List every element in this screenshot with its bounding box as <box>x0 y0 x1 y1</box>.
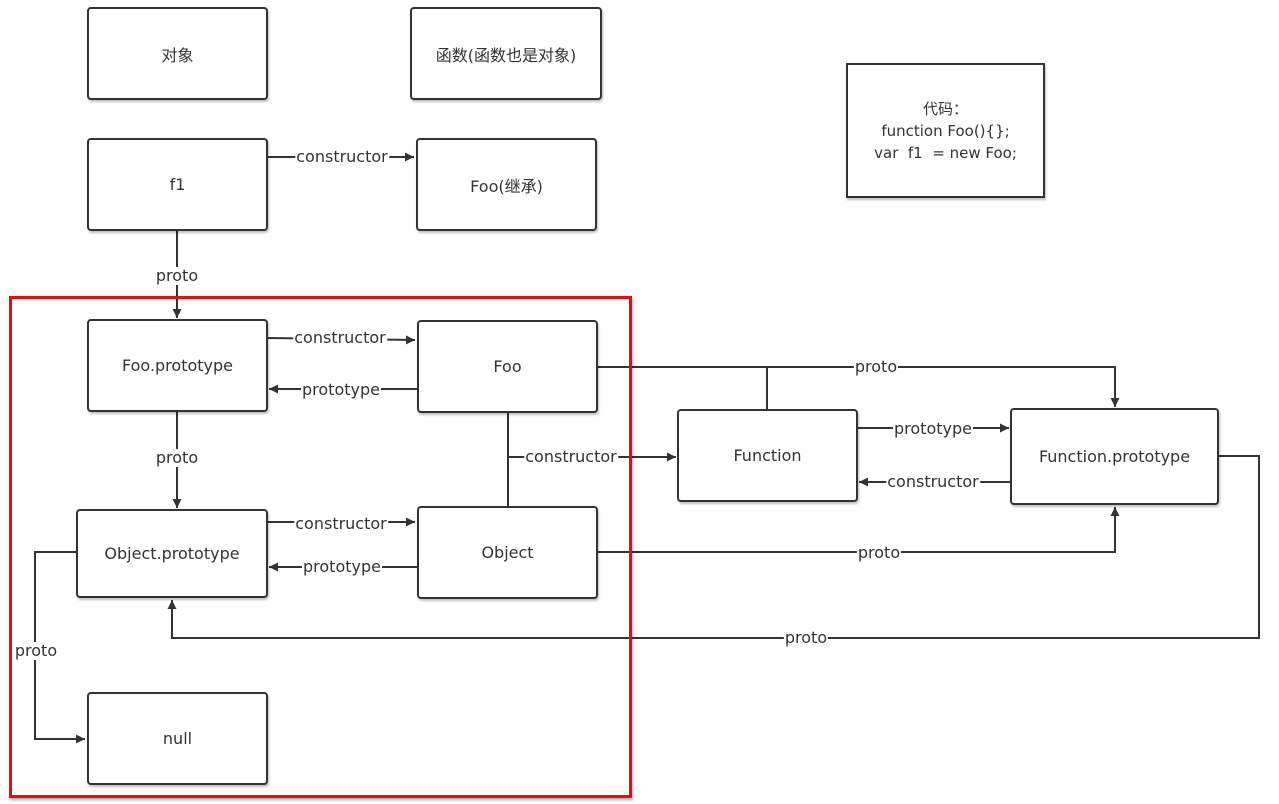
node-object-prototype[interactable]: Object.prototype <box>76 509 268 598</box>
node-f1[interactable]: f1 <box>87 138 268 231</box>
node-foo-prototype[interactable]: Foo.prototype <box>87 319 268 412</box>
node-foo[interactable]: Foo <box>417 320 598 413</box>
node-f1-label: f1 <box>169 175 186 194</box>
legend-function-box: 函数(函数也是对象) <box>410 7 602 100</box>
node-foo-prototype-label: Foo.prototype <box>122 356 233 375</box>
node-null[interactable]: null <box>87 692 268 785</box>
legend-object-label: 对象 <box>161 45 194 65</box>
edge-object-proto <box>598 507 1120 553</box>
edge-label-fooproto-proto: proto <box>154 448 200 467</box>
edge-label-foo-object-constructor: constructor <box>524 447 618 466</box>
edge-label-objproto-proto: proto <box>13 641 59 660</box>
edge-label-foo-object-proto: proto <box>853 357 899 376</box>
node-object[interactable]: Object <box>417 506 598 599</box>
node-function[interactable]: Function <box>677 409 858 502</box>
node-foo-label: Foo <box>493 357 522 376</box>
edge-foo-object-proto <box>598 366 1120 407</box>
code-line: var f1 = new Foo; <box>874 143 1017 162</box>
node-function-prototype[interactable]: Function.prototype <box>1010 408 1219 505</box>
edge-label-f1-constructor: constructor <box>295 147 389 166</box>
legend-function-label: 函数(函数也是对象) <box>435 45 577 65</box>
node-foo-inherit[interactable]: Foo(继承) <box>416 138 597 231</box>
edge-label-functionproto-constructor: constructor <box>886 472 980 491</box>
node-object-label: Object <box>481 543 534 562</box>
code-line: 代码： <box>922 99 968 118</box>
edge-label-f1-proto: proto <box>154 266 200 285</box>
edge-label-object-proto: proto <box>856 543 902 562</box>
code-box: 代码： function Foo(){}; var f1 = new Foo; <box>846 63 1045 198</box>
edge-label-objproto-constructor: constructor <box>294 514 388 533</box>
node-foo-inherit-label: Foo(继承) <box>470 176 543 196</box>
node-function-label: Function <box>733 446 802 465</box>
edge-label-function-prototype: prototype <box>893 419 973 438</box>
node-null-label: null <box>162 729 193 748</box>
legend-object-box: 对象 <box>87 7 268 100</box>
edge-label-fooproto-constructor: constructor <box>293 328 387 347</box>
edge-label-object-prototype: prototype <box>302 557 382 576</box>
edge-functionproto-proto <box>167 455 1260 639</box>
node-object-prototype-label: Object.prototype <box>104 544 240 563</box>
edge-label-foo-prototype: prototype <box>301 380 381 399</box>
code-line: function Foo(){}; <box>881 121 1010 140</box>
edge-label-functionproto-proto: proto <box>783 628 829 647</box>
node-function-prototype-label: Function.prototype <box>1038 447 1191 466</box>
highlight-region <box>9 296 632 798</box>
